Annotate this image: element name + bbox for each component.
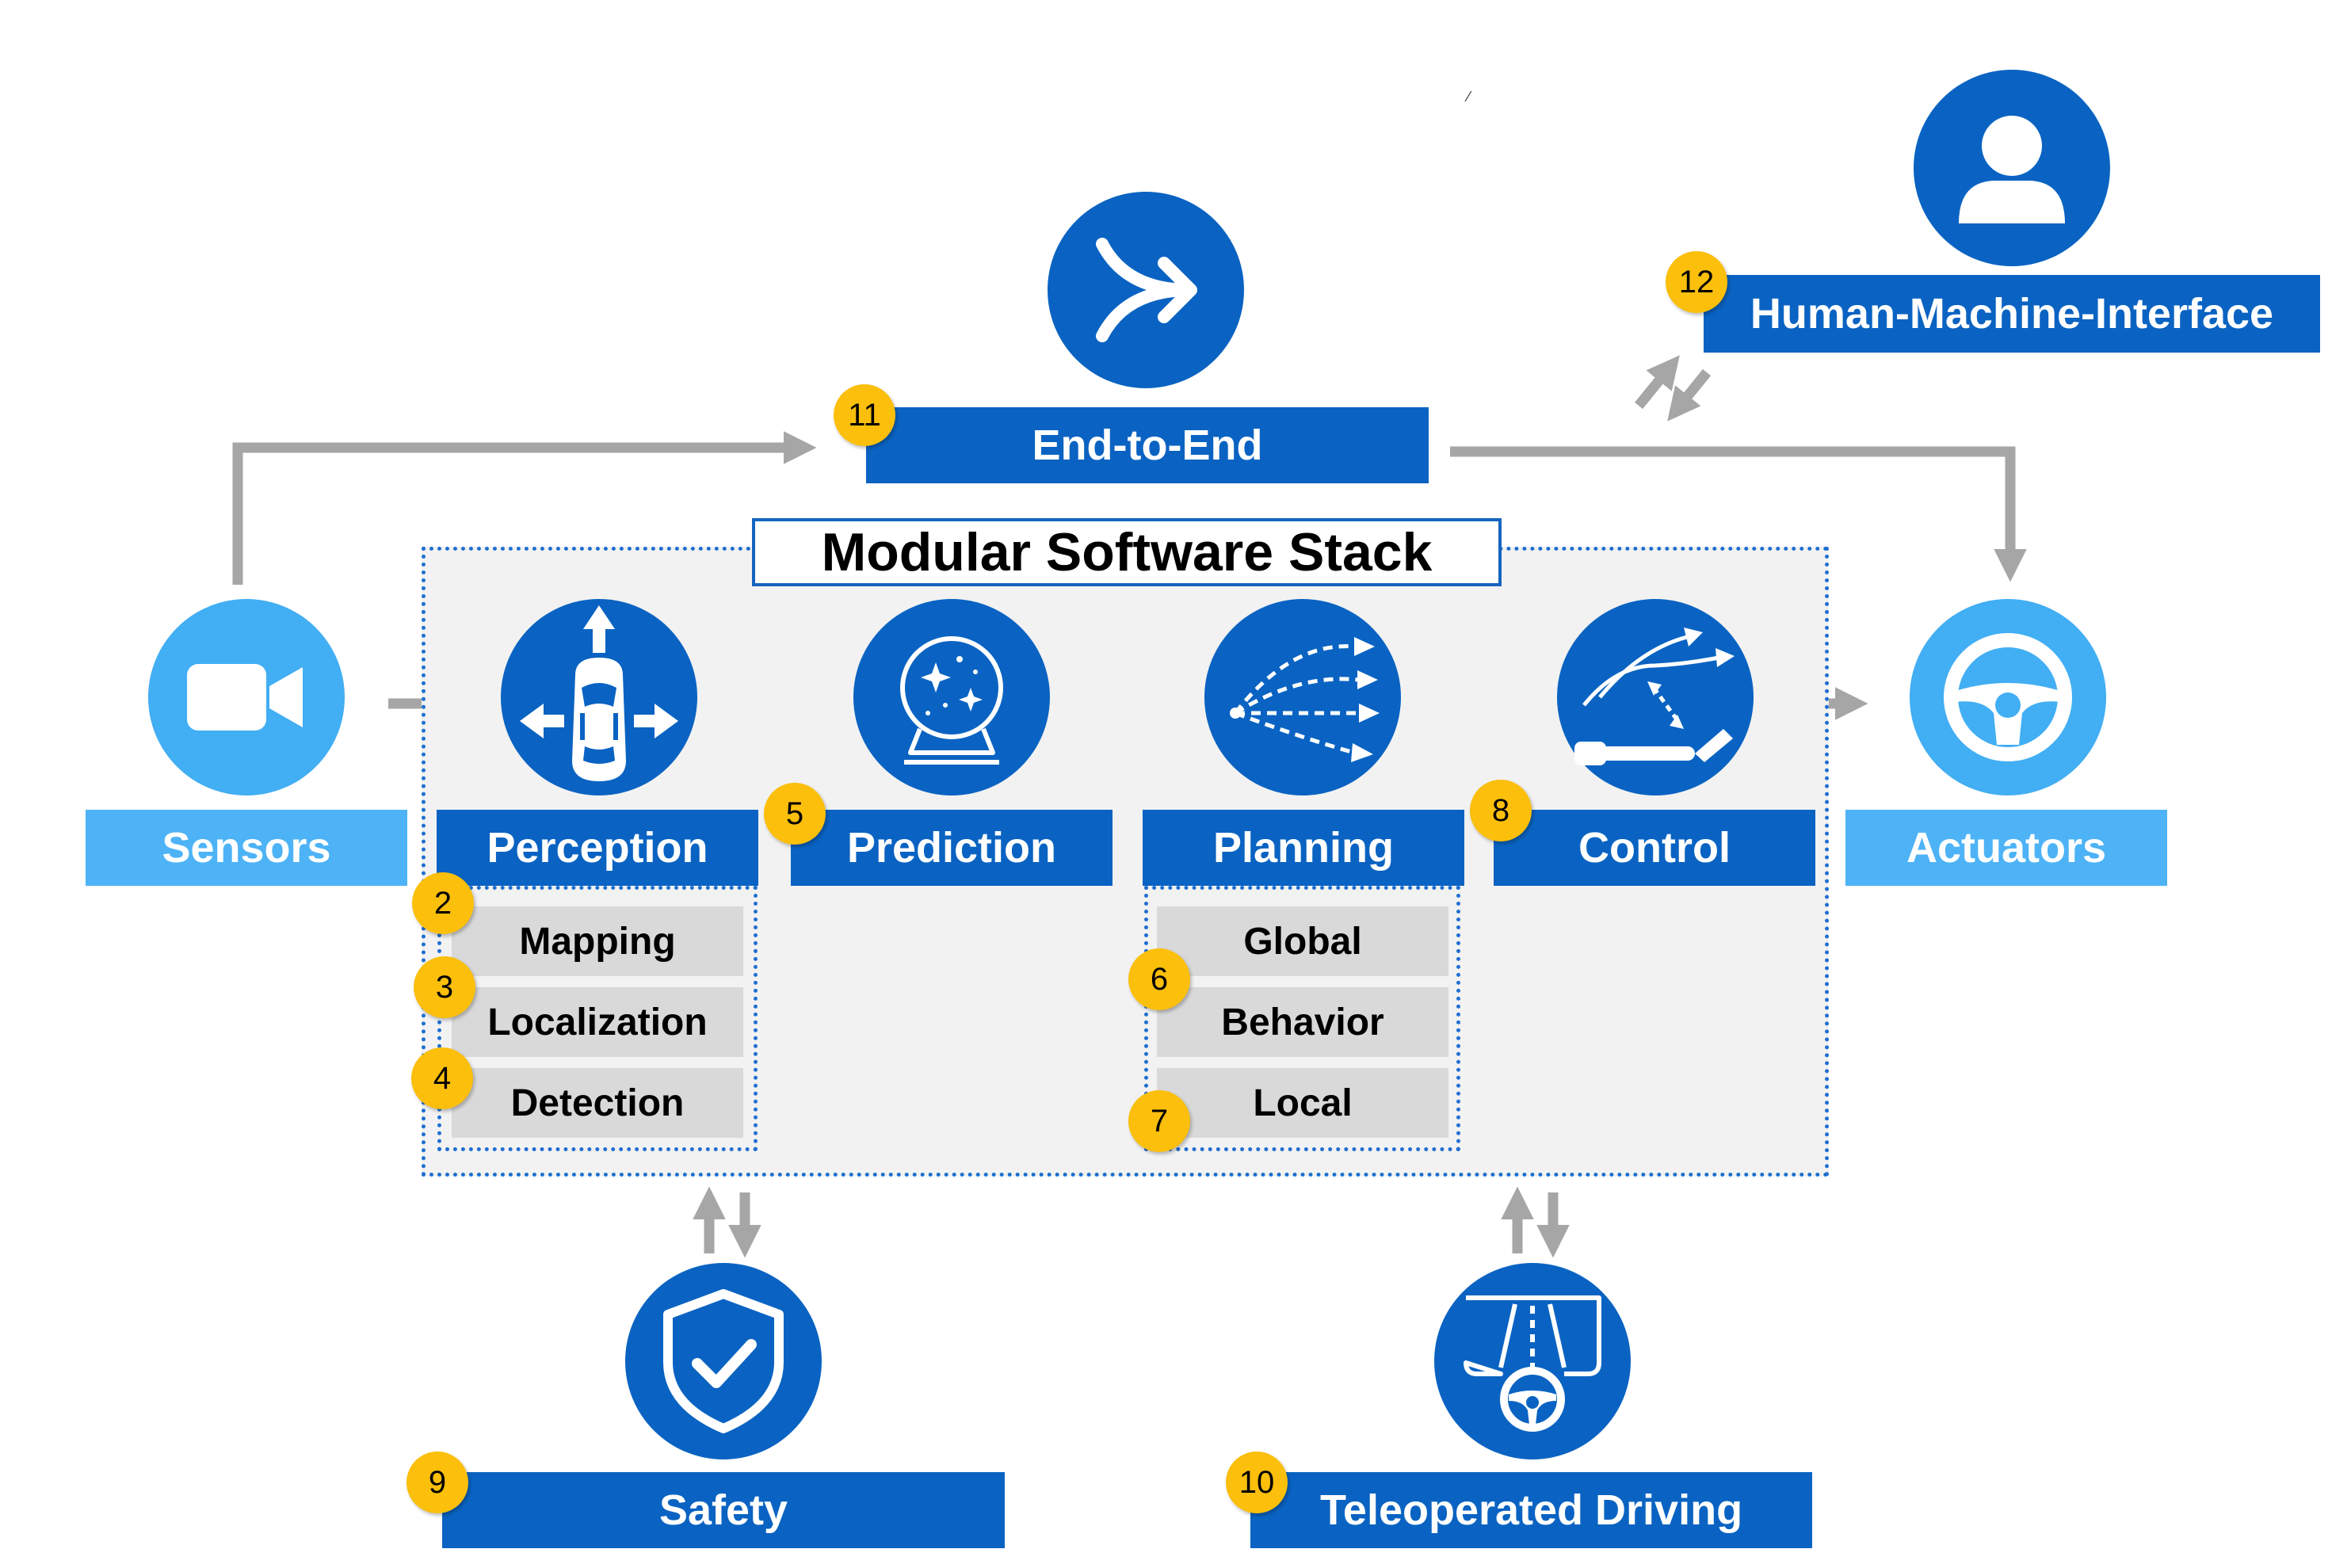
prediction-label: Prediction: [791, 810, 1113, 886]
badge-control: 8: [1470, 780, 1532, 841]
arrow-end-to-end-to-actuators: [1450, 446, 2027, 582]
perception-sub-frame: [437, 886, 758, 1151]
teleoperated-label: Teleoperated Driving: [1250, 1472, 1812, 1548]
control-label: Control: [1494, 810, 1815, 886]
crystal-ball-icon: [900, 636, 1003, 765]
control-node-circle: [1557, 599, 1754, 795]
steering-wheel-icon: [1944, 633, 2072, 761]
badge-localization: 3: [414, 956, 475, 1018]
arrow-sensors-to-end-to-end: [232, 431, 817, 585]
stack-title: Modular Software Stack: [752, 518, 1502, 586]
hmi-label: Human-Machine-Interface: [1704, 275, 2320, 353]
stray-mark: ⁄: [1467, 89, 1471, 105]
shield-check-icon: [663, 1289, 784, 1433]
trajectory-fan-icon: [1230, 637, 1380, 762]
local-module: Local: [1157, 1068, 1448, 1138]
global-module: Global: [1157, 906, 1448, 976]
actuators-node-circle: [1910, 599, 2106, 795]
safety-node-circle: [625, 1263, 822, 1459]
badge-hmi: 12: [1666, 251, 1727, 313]
perception-node-circle: [501, 599, 697, 795]
badge-detection: 4: [411, 1047, 473, 1109]
user-icon: [1959, 116, 2065, 223]
badge-safety: 9: [406, 1452, 468, 1513]
planning-node-circle: [1204, 599, 1401, 795]
perception-label: Perception: [437, 810, 758, 886]
path-tracking-icon: [1574, 628, 1735, 765]
arrow-hmi-down: [1667, 368, 1712, 422]
remote-driving-icon: [1464, 1295, 1601, 1432]
sensors-label: Sensors: [86, 810, 407, 886]
localization-module: Localization: [452, 987, 743, 1057]
safety-label: Safety: [442, 1472, 1005, 1548]
badge-mapping: 2: [412, 872, 474, 934]
detection-module: Detection: [452, 1068, 743, 1138]
end-to-end-label: End-to-End: [866, 407, 1429, 483]
sensors-node-circle: [148, 599, 345, 795]
video-camera-icon: [187, 664, 303, 731]
badge-local: 7: [1128, 1090, 1190, 1152]
behavior-module: Behavior: [1157, 987, 1448, 1057]
arrow-hmi-up: [1634, 355, 1680, 410]
badge-prediction: 5: [764, 783, 826, 845]
planning-sub-frame: [1144, 886, 1460, 1151]
teleoperated-node-circle: [1434, 1263, 1631, 1459]
badge-teleoperated: 10: [1226, 1452, 1288, 1513]
badge-behavior: 6: [1128, 948, 1190, 1010]
planning-label: Planning: [1143, 810, 1464, 886]
merge-arrow-icon: [1096, 238, 1197, 342]
car-directions-icon: [520, 605, 678, 781]
mapping-module: Mapping: [452, 906, 743, 976]
badge-end-to-end: 11: [834, 384, 895, 446]
prediction-node-circle: [853, 599, 1050, 795]
end-to-end-node-circle: [1048, 192, 1244, 388]
actuators-label: Actuators: [1845, 810, 2167, 886]
hmi-node-circle: [1914, 70, 2110, 266]
